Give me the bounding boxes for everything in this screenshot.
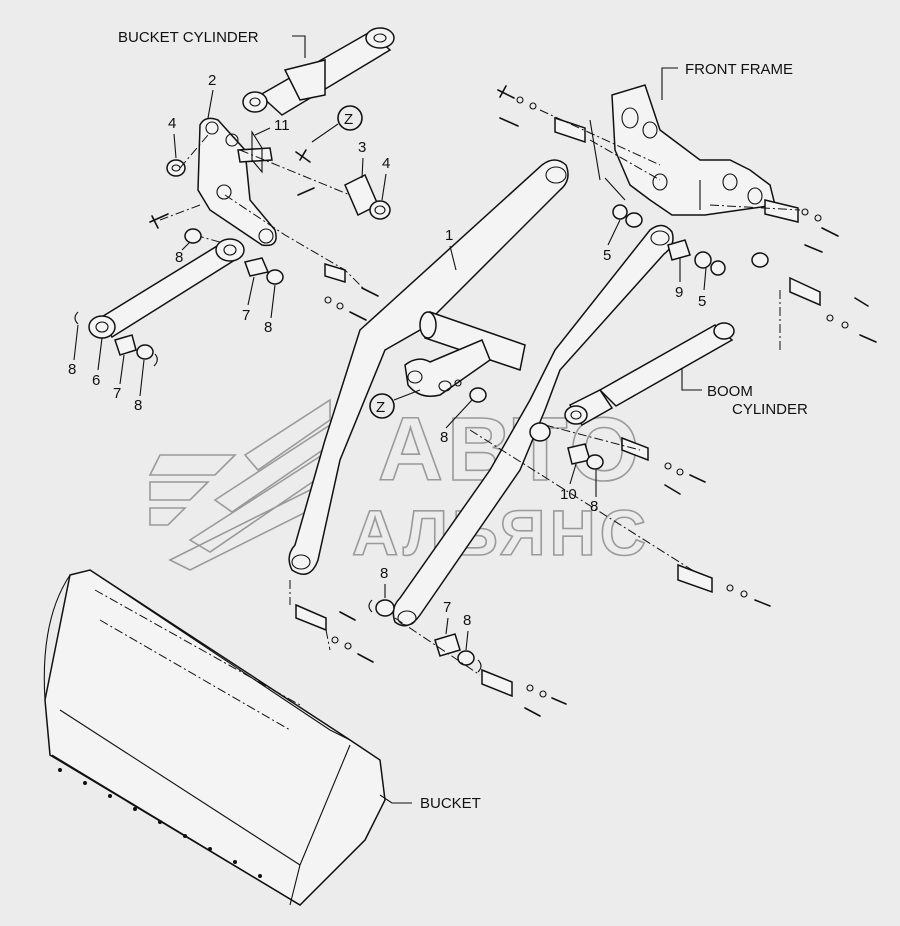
washer-8-low-left [375, 599, 395, 617]
washer-8-left [136, 344, 154, 360]
washer-right [751, 252, 769, 268]
washer-boom-end [529, 422, 551, 442]
washer-4-right [369, 200, 391, 220]
washer-5-top-b [625, 212, 643, 228]
detail-z-marker-mid [369, 393, 395, 419]
bushing-7-left [114, 334, 137, 356]
clip-8-right [153, 353, 158, 367]
detail-z-mid: Z [376, 399, 385, 416]
callout-10: 10 [560, 486, 577, 503]
callout-8-a: 8 [175, 249, 183, 266]
washer-4-left [166, 159, 186, 177]
label-front-frame: FRONT FRAME [685, 61, 793, 78]
bucket-link-plate [197, 117, 277, 247]
detail-z-top: Z [344, 111, 353, 128]
clip-8-left [74, 311, 79, 325]
callout-4-left: 4 [168, 115, 176, 132]
pin-right-low [789, 276, 821, 307]
pin-11 [237, 147, 273, 163]
bushing-7-top [244, 257, 270, 277]
bucket-body [43, 569, 386, 906]
detail-z-marker-top [337, 105, 363, 131]
label-cylinder: CYLINDER [732, 401, 808, 418]
watermark-line2: АЛЬЯНС [352, 497, 650, 569]
callout-5-a: 5 [603, 247, 611, 264]
bolt-right-top [821, 227, 839, 237]
watermark: АВТО АЛЬЯНС [148, 398, 650, 571]
bolt-top-mid2 [297, 187, 315, 196]
bolt-mid [361, 287, 379, 297]
label-bucket: BUCKET [420, 795, 481, 812]
pin-right-top [764, 199, 799, 223]
callout-8-h: 8 [463, 612, 471, 629]
callout-9: 9 [675, 284, 683, 301]
bucket-cylinder [242, 27, 395, 116]
callout-8-b: 8 [264, 319, 272, 336]
callout-7-c: 7 [443, 599, 451, 616]
callout-8-d: 8 [134, 397, 142, 414]
bolt-top-left [149, 213, 169, 229]
callout-8-f: 8 [590, 498, 598, 515]
callout-11: 11 [274, 117, 290, 134]
washer-8-low [457, 650, 475, 666]
pin-plate-mid [324, 262, 346, 284]
bushing-9 [667, 239, 691, 261]
bolt-ff-2 [499, 117, 519, 127]
washer-8-center [469, 387, 487, 403]
pin-ff [554, 116, 586, 144]
callout-5-b: 5 [698, 293, 706, 310]
pin-lower-left [295, 603, 327, 632]
washer-5-top [612, 204, 628, 220]
callout-7-a: 7 [242, 307, 250, 324]
callout-8-g: 8 [380, 565, 388, 582]
label-boom: BOOM [707, 383, 753, 400]
washer-8-top [266, 269, 284, 285]
washer-5-right-b [710, 260, 726, 276]
washer-8-mid [586, 454, 604, 470]
callout-7-b: 7 [113, 385, 121, 402]
front-frame [589, 84, 776, 216]
label-bucket-cylinder: BUCKET CYLINDER [118, 29, 259, 46]
boom-cylinder [564, 322, 735, 427]
callout-6: 6 [92, 372, 100, 389]
pin-lower-right [677, 563, 713, 594]
callout-8-e: 8 [440, 429, 448, 446]
bolt-top-mid [295, 149, 311, 163]
callout-3: 3 [358, 139, 366, 156]
washer-5-right [694, 251, 712, 269]
callout-4-right: 4 [382, 155, 390, 172]
bushing-7-low [434, 633, 461, 657]
bolt-ff-1 [497, 85, 515, 99]
callout-2: 2 [208, 72, 216, 89]
pin-lower-link [481, 668, 513, 698]
washer-8-upper [184, 228, 202, 244]
link-rod-6 [88, 238, 245, 339]
callout-1: 1 [445, 227, 453, 244]
callout-8-c: 8 [68, 361, 76, 378]
